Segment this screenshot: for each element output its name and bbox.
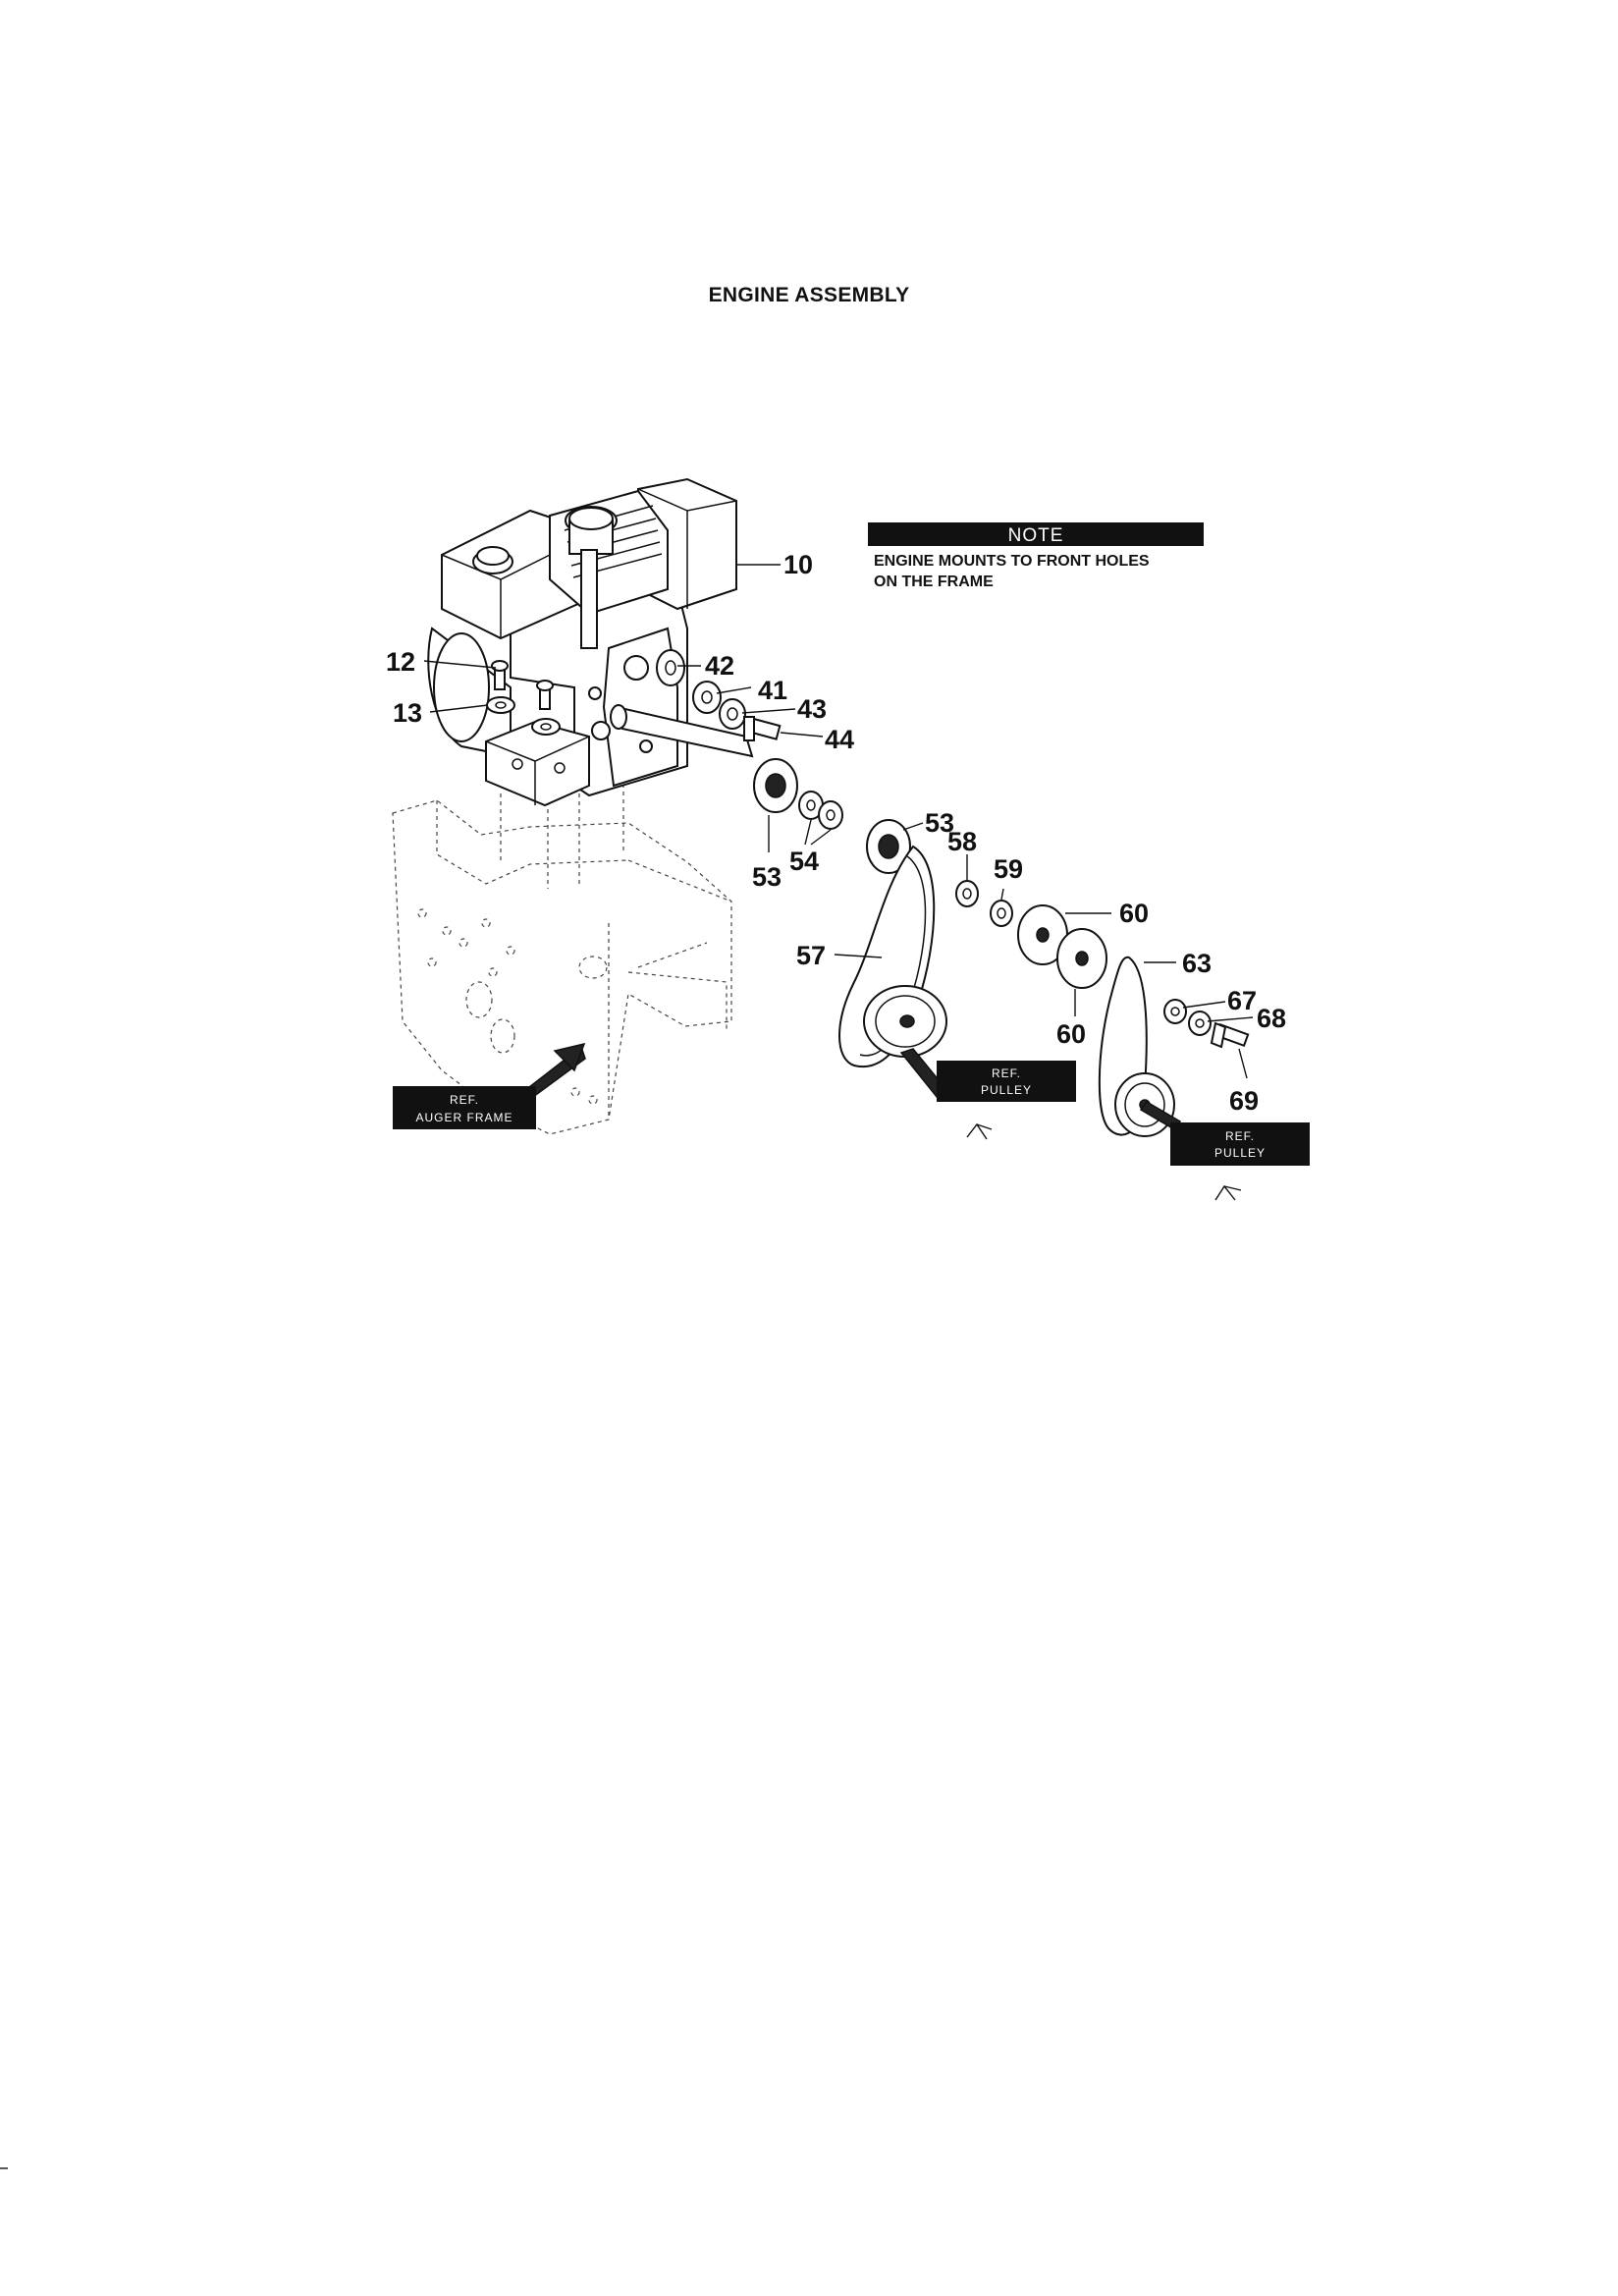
leader-lines [423, 564, 1254, 1079]
auger-frame-drawing [392, 776, 732, 1135]
callout-68: 68 [1257, 1004, 1286, 1033]
belt-57-drawing [838, 845, 947, 1068]
callout-57: 57 [796, 941, 826, 970]
hardware-67-69-drawing [1163, 999, 1250, 1049]
belt-63-drawing [1098, 956, 1175, 1137]
shaft-hardware-drawing [656, 649, 782, 741]
callout-42: 42 [705, 651, 734, 681]
callout-labels: 10 12 13 41 42 43 44 53 53 54 57 58 59 6… [386, 550, 1286, 1116]
note-line-2: ON THE FRAME [874, 574, 994, 590]
callout-67: 67 [1227, 986, 1257, 1015]
callout-53-left: 53 [752, 862, 782, 892]
note-line-1: ENGINE MOUNTS TO FRONT HOLES [874, 553, 1150, 570]
callout-12: 12 [386, 647, 415, 677]
callout-63: 63 [1182, 949, 1212, 978]
ref-auger-frame-box: REF. AUGER FRAME [393, 1086, 536, 1129]
callout-69: 69 [1229, 1086, 1259, 1116]
ref-pulley-2-line-1: REF. [1225, 1129, 1255, 1143]
callout-60-lower: 60 [1056, 1019, 1086, 1049]
ref-pulley-1-line-2: PULLEY [981, 1083, 1032, 1097]
callout-10: 10 [783, 550, 813, 579]
ref-pulley-box-2: REF. PULLEY [1170, 1122, 1310, 1166]
callout-13: 13 [393, 698, 422, 728]
callout-60-upper: 60 [1119, 899, 1149, 928]
page-title: ENGINE ASSEMBLY [708, 284, 910, 306]
engine-body-drawing [427, 477, 754, 807]
callout-58: 58 [947, 827, 977, 856]
note-box: NOTE ENGINE MOUNTS TO FRONT HOLES ON THE… [868, 522, 1204, 590]
callout-43: 43 [797, 694, 827, 724]
callout-59: 59 [994, 854, 1023, 884]
callout-44: 44 [825, 725, 854, 754]
callout-54: 54 [789, 847, 819, 876]
ref-auger-frame-line-2: AUGER FRAME [415, 1111, 512, 1124]
ref-pulley-1-line-1: REF. [992, 1066, 1021, 1080]
callout-41: 41 [758, 676, 787, 705]
ref-pulley-2-line-2: PULLEY [1214, 1146, 1266, 1160]
note-heading: NOTE [1008, 525, 1064, 546]
callout-53-right: 53 [925, 808, 954, 838]
ref-auger-frame-line-1: REF. [450, 1093, 479, 1107]
bearing-pulley-drawing [753, 758, 1107, 989]
ref-pulley-box-1: REF. PULLEY [937, 1061, 1076, 1102]
